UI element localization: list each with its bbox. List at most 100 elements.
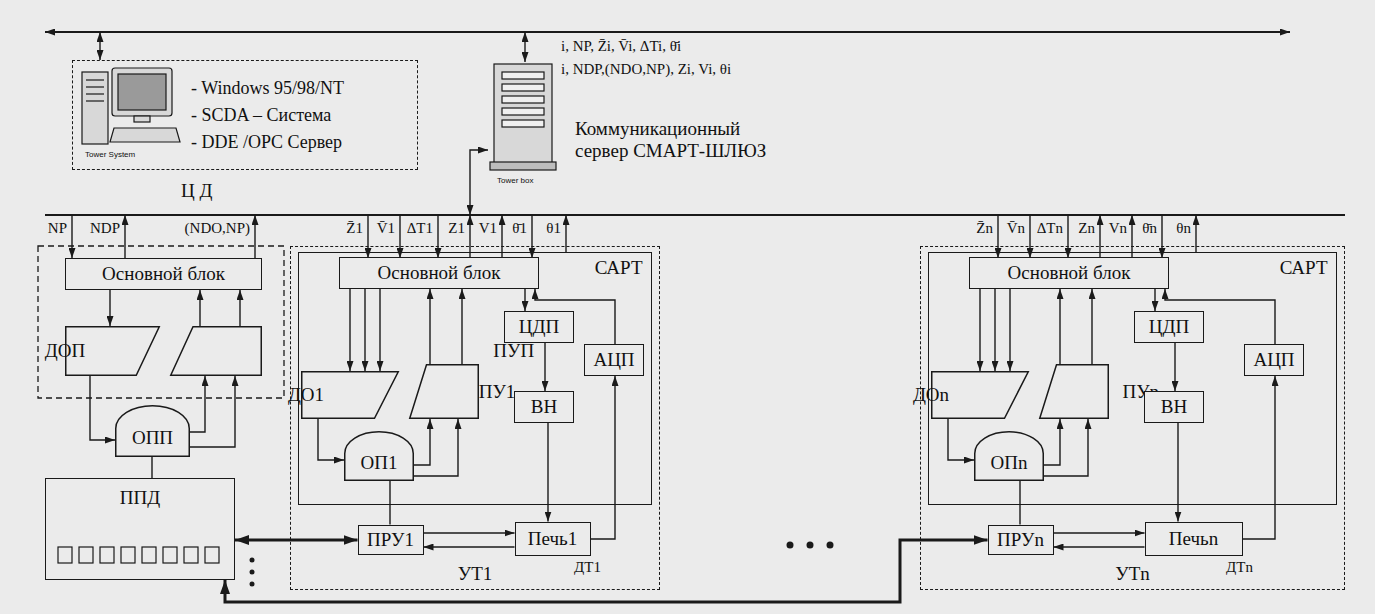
function-block: Основной блок	[339, 257, 539, 289]
signal-label: (NDO,NP)	[184, 219, 251, 237]
switch-key	[142, 547, 156, 563]
output-unit: ДО1	[301, 371, 399, 419]
block-label: Коммуникационный сервер СМАРТ-ШЛЮЗ	[575, 118, 785, 162]
data-link	[235, 539, 358, 542]
signal-connector	[994, 289, 995, 371]
function-block: АЦП	[584, 344, 644, 376]
signal-connector	[364, 289, 365, 371]
group-frame: УТn САРТ Основной блокДОnПУn ЦДП АЦП ВН ОПnПРУ…	[920, 246, 1345, 590]
server: Коммуникационный сервер СМАРТ-ШЛЮЗ	[488, 62, 788, 174]
function-block: Печьn	[1145, 522, 1243, 556]
bus-link	[99, 32, 100, 60]
block-label: ДОn	[913, 384, 949, 406]
drive-bay	[86, 86, 104, 87]
output-unit: ДОn	[931, 371, 1033, 419]
server-case	[494, 64, 552, 164]
block-label: - SCDA – Система	[191, 102, 331, 129]
keyboard	[110, 128, 180, 142]
input-unit: ПУ1	[409, 364, 497, 419]
block-label: Основной блок	[378, 262, 501, 284]
signal-label: θ̄1	[511, 219, 528, 237]
signal-connector	[349, 289, 350, 371]
signal-label: ДТn	[1225, 558, 1254, 576]
block-label: ДОП	[45, 340, 85, 362]
tower-case	[82, 72, 108, 144]
function-block: АЦП	[1244, 344, 1304, 376]
input-unit-outline	[410, 365, 479, 419]
signal-label: NDP	[89, 219, 121, 237]
signal-connector	[318, 419, 344, 460]
signal-label: Z̄n	[975, 219, 994, 237]
subsystem-frame: САРТ Основной блокДОnПУn ЦДП АЦП ВН ОПn	[928, 252, 1337, 505]
block-label: ВН	[531, 396, 557, 418]
signal-connector	[389, 481, 390, 525]
signal-label: ΔT1	[406, 219, 434, 237]
function-block: Основной блок	[65, 258, 262, 290]
function-block: ВН	[514, 391, 574, 423]
signal-connector	[544, 343, 545, 391]
subsystem-frame: САРТОсновной блокДО1ПУ1ЦДПАЦПВНОП1	[298, 252, 652, 505]
signal-connector	[190, 376, 205, 432]
block-label: Основной блок	[1008, 262, 1131, 284]
actuator: ОП1	[344, 431, 414, 481]
signal-connector	[948, 419, 974, 460]
signal-label: V̄n	[1006, 219, 1026, 237]
input-unit-outline	[1040, 365, 1109, 419]
block-label: - DDE /OPC Сервер	[191, 129, 342, 156]
screen	[118, 74, 166, 110]
signal-connector	[1154, 289, 1155, 311]
signal-connector	[199, 290, 200, 326]
actuator-outline	[116, 406, 190, 457]
function-block: Печь1	[515, 522, 591, 556]
block-label: ОПП	[132, 427, 173, 449]
block-label: ВН	[1161, 396, 1187, 418]
icon-caption: Tower System	[84, 150, 136, 160]
signal-connector	[1054, 532, 1145, 533]
switch-key	[163, 547, 177, 563]
block-label: Основной блок	[102, 263, 225, 285]
actuator-outline	[345, 432, 414, 481]
signal-connector	[90, 376, 115, 440]
signal-connector	[1091, 289, 1092, 364]
bus-link	[470, 150, 488, 215]
signal-wire	[71, 215, 72, 258]
function-block: ПРУn	[988, 525, 1054, 555]
signal-connector	[1174, 343, 1175, 391]
monitor-stand	[134, 116, 150, 122]
block-label: ДО1	[288, 384, 324, 406]
block-label: ПРУn	[997, 529, 1044, 551]
signal-label: Z̄1	[345, 219, 364, 237]
signal-label: V1	[478, 219, 498, 237]
server-base	[490, 162, 556, 170]
function-block: ЦДП	[1134, 311, 1204, 343]
ellipsis-dot	[787, 542, 794, 549]
server-icon	[490, 64, 556, 170]
switch-key	[79, 547, 93, 563]
drive-bay	[86, 79, 104, 80]
block-label: ОПn	[991, 452, 1028, 474]
monitor	[112, 68, 172, 116]
group-frame: УТ1САРТОсновной блокДО1ПУ1ЦДПАЦПВНОП1ПРУ…	[290, 246, 660, 590]
block-label: Печьn	[1169, 528, 1218, 550]
block-label: ЦДП	[519, 316, 559, 338]
signal-connector	[1044, 419, 1088, 476]
signal-connector	[424, 546, 515, 547]
function-block: ВН	[1144, 391, 1204, 423]
signal-connector	[239, 290, 240, 326]
signal-label: θn	[1175, 219, 1192, 237]
signal-connector	[414, 419, 458, 476]
switch-key	[100, 547, 114, 563]
signal-connector	[524, 289, 525, 311]
data-link	[225, 540, 988, 602]
input-unit: ПУn	[1039, 364, 1141, 419]
switch-key	[205, 547, 219, 563]
drive-bay	[502, 72, 544, 79]
bus-link	[524, 32, 525, 62]
block-label: САРТ	[1280, 257, 1328, 279]
switch-key	[184, 547, 198, 563]
signal-connector	[414, 419, 430, 465]
bus-line	[45, 214, 1345, 216]
block-label: УТn	[1115, 563, 1150, 585]
computer-icon	[82, 68, 180, 144]
function-block: ПРУ1	[358, 525, 424, 555]
